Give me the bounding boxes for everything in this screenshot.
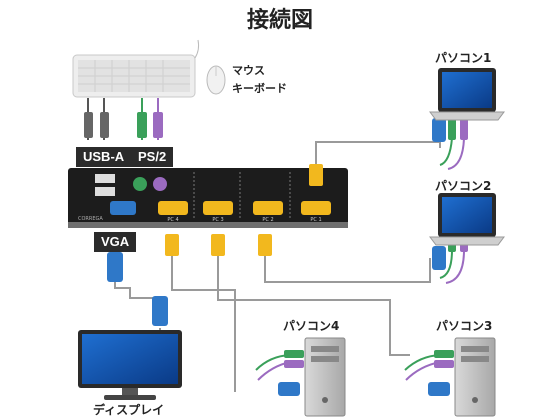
kvm-plug-pc3-icon — [211, 234, 225, 256]
keyboard-label: キーボード — [232, 81, 287, 95]
ps2-tag: PS/2 — [131, 147, 174, 167]
vga-plug-pc4-icon — [278, 382, 300, 396]
tower-pc3-icon — [454, 337, 496, 417]
pc3-label: パソコン3 — [436, 319, 492, 333]
cable-pc4 — [171, 244, 236, 392]
ps2-connector-icon — [137, 112, 163, 138]
pc4-label: パソコン4 — [283, 319, 339, 333]
tower-pc4-icon — [304, 337, 346, 417]
cable-pc3 — [217, 244, 410, 356]
usb-port-icon — [95, 187, 115, 196]
ps2-port-purple-icon — [153, 177, 167, 191]
laptop-pc2-icon — [429, 193, 505, 246]
vga-plugs — [107, 118, 450, 396]
vga-plug-console-icon — [107, 252, 123, 282]
kvm-plug-pc1-icon — [309, 164, 323, 186]
vga-plug-pc2-icon — [432, 246, 446, 270]
cable-pc2 — [264, 244, 431, 283]
vga-plug-pc1-icon — [432, 118, 446, 142]
pc1-label: パソコン1 — [435, 51, 491, 65]
usb-port-icon — [95, 174, 115, 183]
pc2-label: パソコン2 — [435, 179, 491, 193]
usb-a-tag: USB-A — [76, 147, 132, 167]
monitor-icon — [78, 330, 182, 400]
diagram-title: 接続図 — [247, 7, 313, 33]
display-label: ディスプレイ — [93, 402, 164, 417]
pc4-vga-port-icon — [158, 201, 188, 215]
laptop-pc1-icon — [429, 68, 505, 121]
pc2-vga-port-icon — [253, 201, 283, 215]
vga-plug-display-icon — [152, 296, 168, 326]
port-label-pc1: PC 1 — [310, 217, 321, 223]
kvm-plugs — [165, 164, 323, 256]
cable-pc1 — [315, 141, 441, 172]
kvm-switch: CORREGA PC 4 PC 3 PC 2 PC 1 — [68, 168, 348, 228]
pc3-vga-port-icon — [203, 201, 233, 215]
vga-tag: VGA — [94, 232, 137, 252]
usb-connector-icon — [84, 112, 109, 138]
port-label-pc3: PC 3 — [212, 217, 223, 223]
keyboard-icon — [72, 39, 200, 98]
port-label-pc4: PC 4 — [167, 217, 178, 223]
kvm-plug-pc4-icon — [165, 234, 179, 256]
mouse-label: マウス — [232, 64, 265, 77]
vga-plug-pc3-icon — [428, 382, 450, 396]
pc1-vga-port-icon — [301, 201, 331, 215]
vga-port-console-icon — [110, 201, 136, 215]
mouse-icon — [206, 65, 226, 95]
port-label-pc2: PC 2 — [262, 217, 273, 223]
kvm-plug-pc2-icon — [258, 234, 272, 256]
ps2-port-green-icon — [133, 177, 147, 191]
switch-brand-label: CORREGA — [78, 216, 103, 222]
